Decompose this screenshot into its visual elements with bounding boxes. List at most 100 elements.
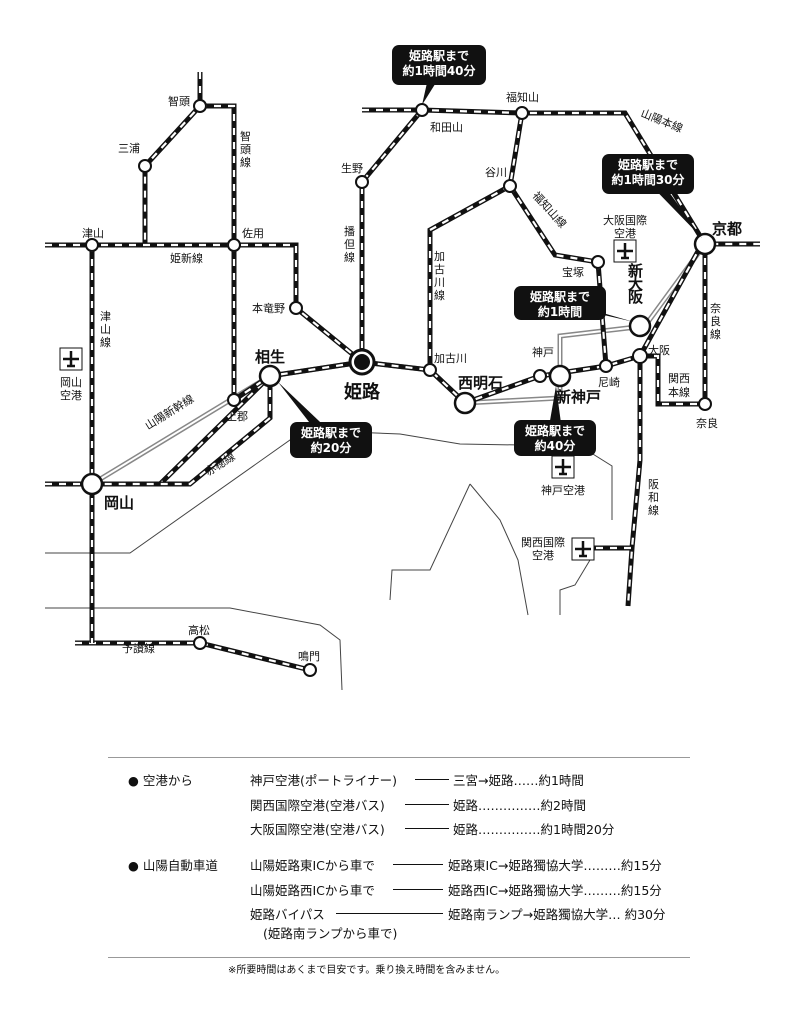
leader-line xyxy=(393,864,443,865)
leader-line xyxy=(336,913,443,914)
rail-dash-yosan xyxy=(75,641,311,672)
airport-route-kansai: 関西国際空港(空港バス) xyxy=(250,798,385,813)
label-nara: 奈良 xyxy=(696,416,718,430)
expressway-route-bypass-sub: (姫路南ランプから車で) xyxy=(263,926,398,941)
svg-text:約1時間30分: 約1時間30分 xyxy=(611,172,684,187)
station-wadayama xyxy=(415,103,429,117)
station-takamatsu xyxy=(193,636,207,650)
label-amagasaki: 尼崎 xyxy=(598,375,620,389)
label-kyoto: 京都 xyxy=(712,220,742,238)
airport-group: ● 空港から 神戸空港(ポートライナー) 三宮→姫路……約1時間 関西国際空港(… xyxy=(108,758,690,837)
airport-route-itami: 大阪国際空港(空港バス) xyxy=(250,822,385,837)
svg-text:津: 津 xyxy=(100,310,111,323)
station-osaka xyxy=(632,348,648,364)
station-ikuno xyxy=(355,175,369,189)
svg-text:智: 智 xyxy=(240,129,251,143)
expressway-route-west: 山陽姫路西ICから車で xyxy=(250,883,375,898)
label-kobe: 神戸 xyxy=(532,345,554,359)
leader-line xyxy=(393,889,443,890)
airport-detail-kobe: 三宮→姫路……約1時間 xyxy=(453,773,584,788)
svg-text:約40分: 約40分 xyxy=(535,438,576,453)
station-okayama xyxy=(80,472,104,496)
label-line-hanwa: 阪和線 xyxy=(648,477,659,517)
label-naruto: 鳴門 xyxy=(298,649,320,663)
label-shinosaka: 新大阪 xyxy=(628,262,644,306)
svg-text:約20分: 約20分 xyxy=(311,440,352,455)
rail-dash-kishin xyxy=(45,243,363,363)
label-kamigori: 上郡 xyxy=(226,410,248,423)
airplane-icon xyxy=(551,455,575,479)
airplane-icon xyxy=(59,347,83,371)
svg-text:姫路駅まで: 姫路駅まで xyxy=(525,423,585,438)
footnote: ※所要時間はあくまで目安です。乗り換え時間を含みません。 xyxy=(228,965,506,976)
station-shinkobe xyxy=(548,364,572,388)
svg-text:空港: 空港 xyxy=(532,548,554,562)
svg-text:姫路駅まで: 姫路駅まで xyxy=(301,425,361,440)
rail-kakogawa xyxy=(427,112,525,370)
svg-text:奈: 奈 xyxy=(710,301,721,315)
label-tanigawa: 谷川 xyxy=(485,166,507,179)
rail-chizu2 xyxy=(200,103,237,245)
label-wadayama: 和田山 xyxy=(430,121,463,134)
label-airport-itami: 大阪国際空港 xyxy=(603,213,647,240)
svg-text:但: 但 xyxy=(344,238,355,251)
svg-text:線: 線 xyxy=(434,288,445,302)
leader-line xyxy=(405,828,449,829)
station-hontatsuno xyxy=(289,301,303,315)
svg-text:線: 線 xyxy=(648,503,659,517)
station-takarazuka xyxy=(591,255,605,269)
svg-text:頭: 頭 xyxy=(240,143,251,156)
label-line-kishin: 姫新線 xyxy=(170,251,203,265)
expressway-route-east: 山陽姫路東ICから車で xyxy=(250,858,375,873)
airplane-icon xyxy=(613,239,637,263)
svg-text:神戸空港: 神戸空港 xyxy=(541,483,585,497)
label-miura: 三浦 xyxy=(118,142,140,155)
rail-dash-chizu2 xyxy=(200,104,236,245)
svg-text:阪: 阪 xyxy=(648,477,659,491)
svg-text:約1時間40分: 約1時間40分 xyxy=(402,63,475,78)
station-tsuyama xyxy=(85,238,99,252)
svg-text:空港: 空港 xyxy=(614,226,636,240)
stations xyxy=(80,99,717,677)
label-takamatsu: 高松 xyxy=(188,623,210,637)
svg-text:良: 良 xyxy=(710,314,721,328)
rail-route-map: 智頭 三浦 津山 佐用 本竜野 上郡 生野 和田山 福知山 谷川 加古川 宝塚 … xyxy=(45,45,760,691)
label-line-kansai-1: 関西 xyxy=(668,372,690,385)
expressway-route-bypass: 姫路バイパス xyxy=(250,907,325,922)
label-fukuchiyama: 福知山 xyxy=(506,90,539,104)
label-line-tsuyama: 津山線 xyxy=(100,310,111,349)
svg-text:和: 和 xyxy=(648,491,659,504)
label-himeji: 姫路 xyxy=(344,381,381,403)
label-line-ako: 赤穂線 xyxy=(202,449,237,478)
svg-text:播: 播 xyxy=(344,224,355,238)
rail-dash-bantan xyxy=(360,109,423,362)
label-aioi: 相生 xyxy=(255,348,285,366)
svg-text:関西国際: 関西国際 xyxy=(521,536,565,549)
station-nishiakashi xyxy=(453,391,477,415)
leader-line xyxy=(415,779,449,780)
rail-dash-osaka-loop xyxy=(640,354,705,406)
expressway-group: ● 山陽自動車道 山陽姫路東ICから車で 姫路東IC→姫路獨協大学………約15分… xyxy=(108,835,690,950)
airport-detail-itami: 姫路……………約1時間20分 xyxy=(453,822,615,837)
coastline xyxy=(45,431,613,691)
rail-hanwa xyxy=(625,356,643,607)
expressway-detail-east: 姫路東IC→姫路獨協大学………約15分 xyxy=(448,858,662,873)
svg-text:川: 川 xyxy=(434,276,445,289)
station-kakogawa xyxy=(423,363,437,377)
label-airport-kobe: 神戸空港 xyxy=(541,483,585,497)
station-chizu xyxy=(193,99,207,113)
rail-dash-ako xyxy=(92,376,272,486)
station-miura xyxy=(138,159,152,173)
svg-text:大: 大 xyxy=(628,275,643,293)
rail-dash-chizu xyxy=(143,72,202,245)
label-shinosaka-text: 新大阪 xyxy=(628,262,644,306)
station-sayo xyxy=(227,238,241,252)
divider-bottom xyxy=(108,957,690,958)
airport-heading: ● 空港から xyxy=(128,773,193,788)
svg-text:約1時間: 約1時間 xyxy=(538,304,582,319)
svg-text:阪: 阪 xyxy=(628,288,644,306)
station-naruto xyxy=(303,663,317,677)
